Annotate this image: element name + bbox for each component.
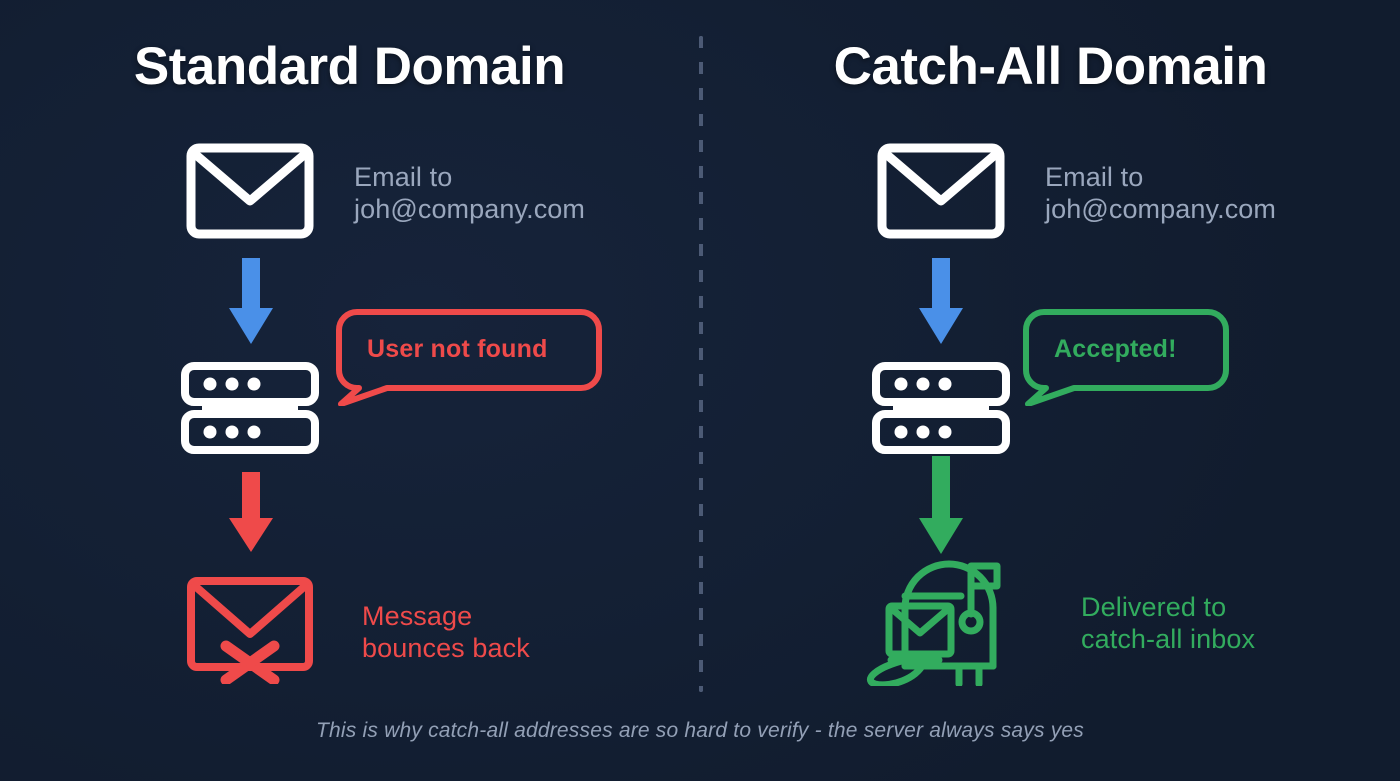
left-email-label: Email to joh@company.com [354,161,585,224]
column-divider [699,36,703,692]
catch-all-domain-column: Email to joh@company.com [701,0,1400,781]
left-step-server [180,362,320,459]
right-email-label: Email to joh@company.com [1045,161,1276,224]
right-step-server [871,362,1011,459]
left-column-title: Standard Domain [133,37,566,96]
accepted-bubble-label: Accepted! [1054,335,1177,363]
left-step-email: Email to joh@company.com [186,143,585,244]
mailbox-icon [861,556,1041,691]
right-mailbox-label: Delivered to catch-all inbox [1081,591,1256,654]
envelope-icon [877,143,1005,244]
arrow-down-blue-icon [918,258,964,351]
server-icon [871,362,1011,459]
right-step-mailbox: Delivered to catch-all inbox [861,556,1255,691]
envelope-x-icon [186,576,322,689]
envelope-icon [186,143,314,244]
left-step-bounce: Message bounces back [186,576,530,689]
accepted-speech-bubble: Accepted! [1022,308,1230,411]
server-icon [180,362,320,459]
error-speech-bubble: User not found [335,308,603,411]
arrow-down-red-icon [228,472,274,559]
arrow-down-blue-icon [228,258,274,351]
arrow-down-green-icon [918,456,964,561]
left-bounce-label: Message bounces back [362,600,530,663]
standard-domain-column: Email to joh@company.com [0,0,699,781]
footer-caption: This is why catch-all addresses are so h… [315,719,1084,742]
error-bubble-label: User not found [367,335,548,363]
right-step-email: Email to joh@company.com [877,143,1276,244]
right-column-title: Catch-All Domain [833,37,1268,96]
